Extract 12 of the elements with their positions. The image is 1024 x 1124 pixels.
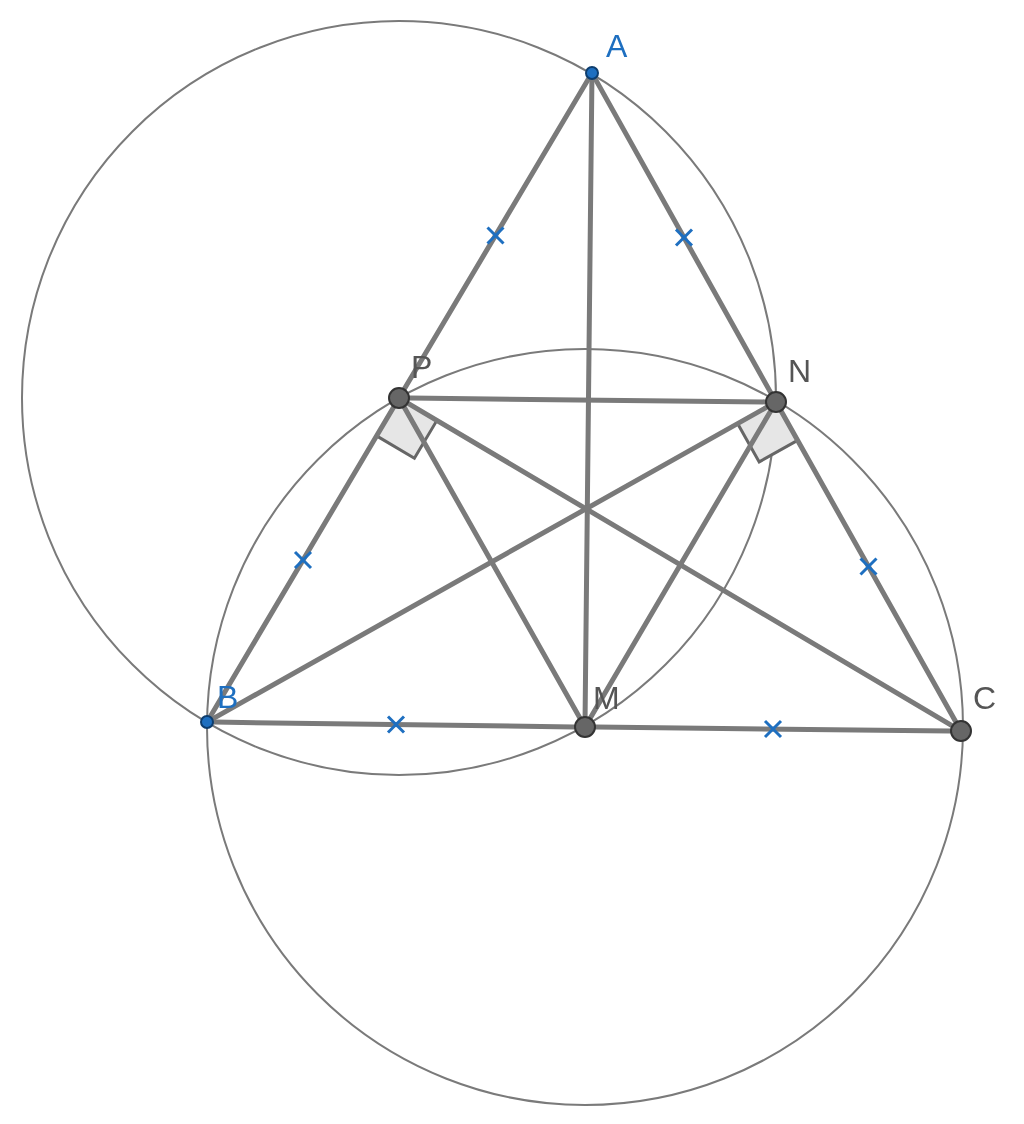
line-segment — [210, 404, 769, 722]
line-segment — [406, 401, 954, 728]
point-label: N — [788, 354, 812, 388]
line-segment — [208, 405, 396, 719]
line-segment — [402, 76, 591, 391]
line-segment — [592, 76, 774, 395]
point-label: C — [973, 681, 997, 715]
line-segment — [778, 409, 959, 724]
line-segment — [588, 409, 773, 720]
line-segment — [401, 405, 583, 720]
line-segment — [582, 77, 595, 719]
point-label: A — [606, 29, 628, 63]
